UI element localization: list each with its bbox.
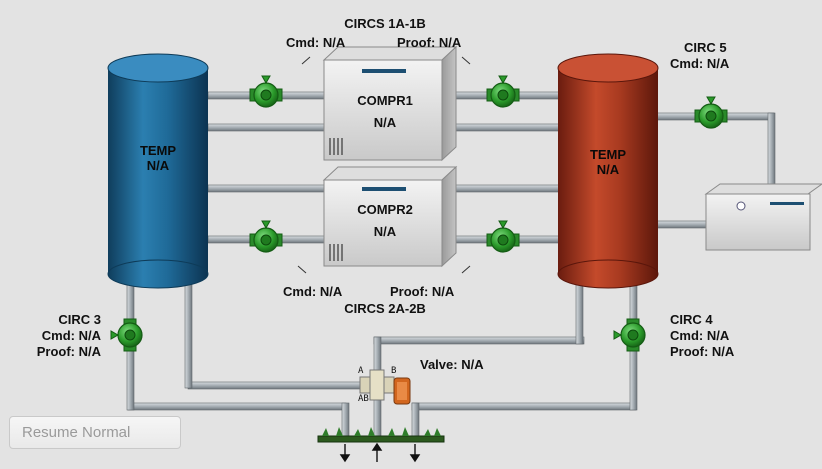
pump-icon[interactable] [613,318,646,352]
circ4-title: CIRC 4 [670,312,713,327]
circs-2a-2b-cmd: Cmd: N/A [283,284,343,299]
compr1-value: N/A [373,115,397,130]
pump-icon[interactable] [694,96,728,129]
compr1-title: COMPR1 [357,93,413,108]
ground-manifold [317,427,445,463]
compr2-unit [322,165,458,268]
compr1-label[interactable]: COMPR1 N/A [340,90,430,134]
right-tank [557,53,659,289]
right-tank-title: TEMP [589,147,627,162]
three-way-valve-icon[interactable] [359,369,411,405]
compr1-unit [322,45,458,162]
compr2-value: N/A [373,224,397,239]
circ5-cmd: Cmd: N/A [670,56,730,71]
boiler-unit [704,183,822,251]
circ4-cmd: Cmd: N/A [670,328,730,343]
compr2-label[interactable]: COMPR2 N/A [340,199,430,243]
resume-normal-button[interactable]: Resume Normal [9,416,181,449]
left-tank-value: N/A [146,158,170,173]
leader-lines [297,56,471,274]
circs-1a-1b-proof: Proof: N/A [397,35,462,50]
pump-icon[interactable] [249,220,283,253]
valve-port-a: A [358,366,364,376]
circs-2a-2b-title: CIRCS 2A-2B [344,301,426,316]
circ5-title: CIRC 5 [684,40,727,55]
circ3-title: CIRC 3 [58,312,101,327]
pump-icon[interactable] [110,318,143,352]
circs-1a-1b-cmd: Cmd: N/A [286,35,346,50]
pump-icon[interactable] [249,75,283,108]
circ4-proof: Proof: N/A [670,344,735,359]
circ3-proof: Proof: N/A [36,344,101,359]
compr2-title: COMPR2 [357,202,413,217]
right-tank-label: TEMP N/A [568,147,648,177]
right-tank-value: N/A [596,162,620,177]
valve-port-b: B [391,366,397,376]
left-tank-label: TEMP N/A [118,143,198,173]
circs-2a-2b-proof: Proof: N/A [390,284,455,299]
pump-icon[interactable] [486,220,520,253]
valve-port-ab: AB [358,394,369,404]
left-tank-title: TEMP [139,143,177,158]
circs-1a-1b-title: CIRCS 1A-1B [344,16,426,31]
pump-icon[interactable] [486,75,520,108]
valve-status[interactable]: Valve: N/A [420,357,484,372]
left-tank [107,53,209,289]
circ3-cmd: Cmd: N/A [41,328,101,343]
